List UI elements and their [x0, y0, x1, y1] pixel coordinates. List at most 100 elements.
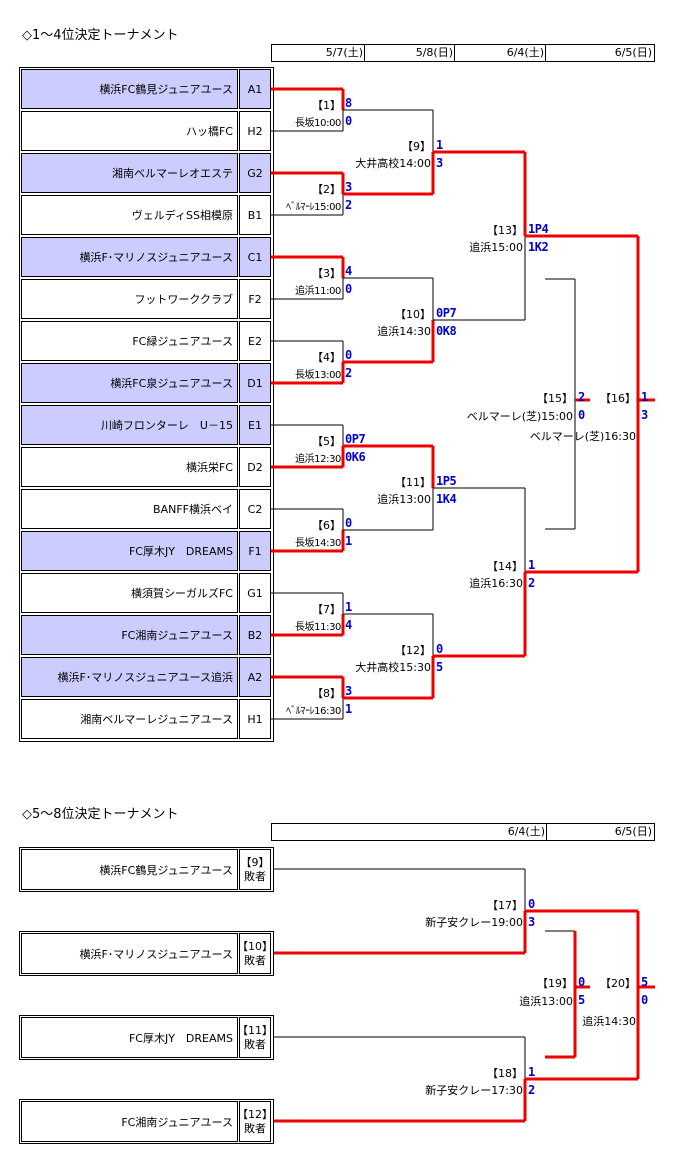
- score: 0: [436, 642, 443, 656]
- match-number: 【10】: [395, 308, 431, 321]
- top-date-header: 5/7(土) 5/8(日) 6/4(土) 6/5(日): [271, 44, 655, 62]
- score: 0K8: [436, 324, 457, 338]
- match-venue: 大井高校15:30: [355, 661, 431, 674]
- match-number: 【8】: [312, 687, 341, 700]
- match-venue: 追浜15:00: [469, 241, 523, 254]
- team-name: 川崎フロンターレ U－15: [21, 405, 238, 445]
- score: 3: [641, 408, 648, 422]
- team-name: 横浜FC鶴見ジュニアユース: [21, 69, 238, 109]
- match-number: 【13】: [487, 224, 523, 237]
- team-seed: G1: [239, 573, 271, 613]
- team-name: 横浜F･マリノスジュニアユース追浜: [21, 657, 238, 697]
- team-name: FC厚木JY DREAMS: [21, 1017, 238, 1058]
- match-venue: 新子安クレー19:00: [425, 916, 523, 929]
- match-ref: 【12】: [237, 1107, 273, 1121]
- match-number: 【11】: [395, 476, 431, 489]
- score: 1: [436, 138, 443, 152]
- team-seed: H1: [239, 699, 271, 739]
- loser-label: 敗者: [244, 1121, 266, 1135]
- score: 1: [528, 558, 535, 572]
- score: 2: [528, 1083, 535, 1097]
- bottom-date-header: 6/4(土) 6/5(日): [271, 823, 655, 841]
- score: 2: [528, 576, 535, 590]
- date-cell: 6/5(日): [546, 824, 654, 840]
- match-venue: 追浜16:30: [469, 577, 523, 590]
- date-cell: 6/4(土): [454, 45, 546, 61]
- match-number: 【14】: [487, 560, 523, 573]
- score: 5: [436, 660, 443, 674]
- loser-label: 敗者: [244, 1037, 266, 1051]
- team-seed: G2: [239, 153, 271, 193]
- match-venue: 新子安クレー17:30: [425, 1084, 523, 1097]
- score: 0: [345, 516, 352, 530]
- loser-ref: 【12】敗者: [237, 1101, 273, 1142]
- match-venue: 追浜13:00: [519, 995, 573, 1008]
- score: 0P7: [436, 306, 457, 320]
- team-seed: H2: [239, 111, 271, 151]
- team-seed: E1: [239, 405, 271, 445]
- match-number: 【7】: [312, 603, 341, 616]
- match-venue: ﾍﾞﾙﾏｰﾚ16:30: [286, 706, 341, 717]
- match-number: 【15】: [537, 392, 573, 405]
- match-venue: ﾍﾞﾙﾏｰﾚ15:00: [286, 202, 341, 213]
- team-seed: C1: [239, 237, 271, 277]
- team-seed: F1: [239, 531, 271, 571]
- team-seed: F2: [239, 279, 271, 319]
- team-name: BANFF横浜ベイ: [21, 489, 238, 529]
- match-number: 【2】: [312, 183, 341, 196]
- match-venue: 追浜13:00: [377, 493, 431, 506]
- team-seed: A2: [239, 657, 271, 697]
- team-name: 湘南ベルマーレジュニアユース: [21, 699, 238, 739]
- match-venue: 長坂11:30: [294, 622, 341, 633]
- score: 1: [345, 534, 352, 548]
- loser-ref: 【9】敗者: [239, 849, 271, 890]
- team-name: 横浜F･マリノスジュニアユース: [21, 933, 238, 974]
- match-venue: 追浜14:30: [582, 1015, 636, 1028]
- match-number: 【17】: [487, 899, 523, 912]
- match-ref: 【10】: [237, 939, 273, 953]
- match-venue: 長坂10:00: [294, 118, 341, 129]
- date-cell: 5/8(日): [364, 45, 455, 61]
- match-number: 【20】: [600, 977, 636, 990]
- loser-label: 敗者: [244, 869, 266, 883]
- score: 8: [345, 96, 352, 110]
- score: 0P7: [345, 432, 366, 446]
- match-number: 【1】: [312, 99, 341, 112]
- score: 1: [528, 1065, 535, 1079]
- match-venue: ベルマーレ(芝)16:30: [529, 430, 636, 443]
- score: 2: [345, 198, 352, 212]
- team-seed: B2: [239, 615, 271, 655]
- score: 5: [641, 975, 648, 989]
- score: 0: [578, 408, 585, 422]
- date-cell: 6/5(日): [545, 45, 654, 61]
- team-name: 湘南ベルマーレオエステ: [21, 153, 238, 193]
- team-name: 横浜FC鶴見ジュニアユース: [21, 849, 238, 890]
- match-number: 【19】: [537, 977, 573, 990]
- score: 3: [345, 180, 352, 194]
- match-venue: 追浜14:30: [377, 325, 431, 338]
- team-name: 横須賀シーガルズFC: [21, 573, 238, 613]
- date-cell: 5/7(土): [325, 46, 363, 59]
- team-seed: D2: [239, 447, 271, 487]
- team-name: 横浜FC泉ジュニアユース: [21, 363, 238, 403]
- team-seed: A1: [239, 69, 271, 109]
- match-ref: 【11】: [237, 1023, 273, 1037]
- score: 1: [345, 600, 352, 614]
- score: 0: [528, 897, 535, 911]
- score: 2: [578, 390, 585, 404]
- loser-ref: 【10】敗者: [237, 933, 273, 974]
- match-venue: 大井高校14:00: [355, 157, 431, 170]
- score: 0: [641, 993, 648, 1007]
- team-name: ヴェルディSS相模原: [21, 195, 238, 235]
- score: 3: [436, 156, 443, 170]
- match-number: 【18】: [487, 1067, 523, 1080]
- score: 1K2: [528, 240, 549, 254]
- match-number: 【9】: [402, 140, 431, 153]
- score: 2: [345, 366, 352, 380]
- match-venue: 長坂14:30: [294, 538, 341, 549]
- match-number: 【5】: [312, 435, 341, 448]
- team-name: ハッ橋FC: [21, 111, 238, 151]
- match-number: 【6】: [312, 519, 341, 532]
- match-venue: 追浜11:00: [294, 286, 341, 297]
